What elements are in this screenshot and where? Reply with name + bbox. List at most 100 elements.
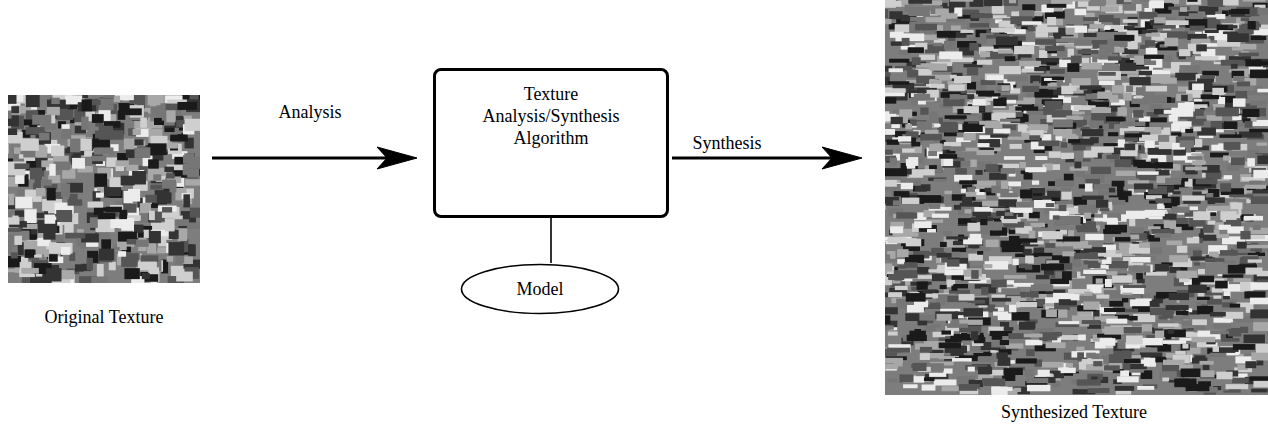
- texture-cell: [1100, 208, 1110, 211]
- texture-cell: [126, 165, 138, 171]
- texture-cell: [992, 298, 1011, 302]
- texture-cell: [960, 30, 973, 33]
- texture-cell: [98, 213, 115, 219]
- texture-cell: [1002, 245, 1024, 252]
- texture-cell: [11, 106, 19, 113]
- texture-cell: [986, 164, 999, 172]
- texture-cell: [885, 325, 894, 329]
- texture-cell: [1057, 50, 1068, 56]
- texture-cell: [1099, 80, 1115, 85]
- texture-cell: [24, 209, 36, 223]
- texture-cell: [1049, 151, 1061, 158]
- texture-cell: [1004, 275, 1026, 279]
- texture-cell: [22, 240, 35, 249]
- texture-cell: [929, 165, 937, 169]
- texture-cell: [90, 217, 98, 228]
- texture-cell: [1224, 175, 1233, 179]
- texture-cell: [979, 18, 990, 24]
- texture-cell: [976, 150, 994, 155]
- texture-cell: [1114, 26, 1124, 31]
- texture-cell: [21, 138, 39, 150]
- texture-cell: [1072, 258, 1080, 266]
- arrow-head: [822, 147, 862, 169]
- texture-cell: [1244, 335, 1265, 344]
- texture-cell: [985, 74, 1004, 81]
- texture-cell: [185, 179, 200, 185]
- texture-cell: [1129, 316, 1137, 321]
- texture-cell: [176, 272, 193, 282]
- texture-cell: [885, 129, 895, 135]
- texture-cell: [168, 144, 182, 155]
- texture-cell: [1145, 40, 1155, 46]
- texture-cell: [1235, 91, 1247, 99]
- texture-cell: [1221, 338, 1239, 342]
- texture-cell: [44, 215, 55, 224]
- texture-cell: [1146, 48, 1158, 54]
- texture-cell: [1224, 130, 1236, 135]
- texture-cell: [149, 211, 155, 220]
- texture-cell: [1104, 26, 1111, 30]
- texture-cell: [1064, 241, 1088, 245]
- texture-cell: [1175, 73, 1197, 81]
- texture-cell: [978, 356, 998, 362]
- texture-cell: [1241, 17, 1249, 21]
- texture-cell: [1208, 198, 1216, 204]
- texture-cell: [118, 251, 126, 257]
- texture-cell: [65, 233, 85, 239]
- texture-cell: [1130, 234, 1139, 239]
- texture-cell: [165, 218, 175, 231]
- texture-cell: [1239, 132, 1262, 138]
- texture-cell: [1078, 386, 1089, 390]
- texture-cell: [1075, 170, 1085, 177]
- texture-cell: [885, 254, 890, 259]
- texture-cell: [1130, 298, 1152, 306]
- texture-cell: [966, 248, 976, 253]
- texture-cell: [1185, 167, 1207, 171]
- texture-cell: [1039, 50, 1047, 58]
- texture-cell: [1185, 129, 1193, 133]
- texture-cell: [1001, 168, 1015, 174]
- texture-cell: [162, 180, 176, 189]
- flow-arrow: [212, 147, 417, 169]
- texture-cell: [1218, 97, 1225, 105]
- texture-cell: [1019, 61, 1041, 67]
- texture-cell: [153, 174, 161, 180]
- texture-cell: [1056, 136, 1063, 141]
- flow-arrow: [551, 218, 552, 263]
- texture-cell: [1001, 288, 1020, 295]
- texture-cell: [1129, 218, 1135, 226]
- texture-cell: [1100, 338, 1116, 346]
- texture-cell: [1158, 324, 1181, 329]
- texture-cell: [885, 197, 899, 206]
- texture-cell: [187, 169, 198, 179]
- texture-cell: [1025, 167, 1046, 172]
- texture-cell: [1251, 196, 1268, 204]
- texture-cell: [82, 99, 92, 111]
- texture-ground: [8, 95, 200, 283]
- texture-cell: [187, 157, 200, 169]
- texture-cell: [167, 143, 178, 149]
- texture-cell: [1082, 129, 1104, 136]
- texture-cell: [140, 118, 147, 128]
- texture-cell: [158, 206, 177, 212]
- texture-cell: [1140, 352, 1162, 357]
- texture-cell: [1163, 340, 1186, 344]
- texture-cell: [1032, 180, 1039, 184]
- texture-cell: [51, 98, 59, 104]
- texture-cell: [942, 386, 961, 391]
- texture-cell: [954, 205, 961, 210]
- texture-cell: [1043, 107, 1055, 115]
- texture-cell: [1223, 0, 1239, 6]
- texture-cell: [1233, 344, 1255, 350]
- texture-cell: [72, 158, 85, 169]
- texture-cell: [8, 128, 17, 135]
- texture-cell: [47, 188, 56, 201]
- texture-cell: [885, 204, 886, 210]
- texture-cell: [920, 347, 932, 352]
- texture-cell: [1230, 304, 1240, 308]
- texture-cell: [61, 183, 70, 197]
- texture-cell: [119, 210, 127, 219]
- texture-cell: [970, 234, 981, 238]
- texture-cell: [1248, 21, 1259, 30]
- texture-cell: [974, 181, 996, 187]
